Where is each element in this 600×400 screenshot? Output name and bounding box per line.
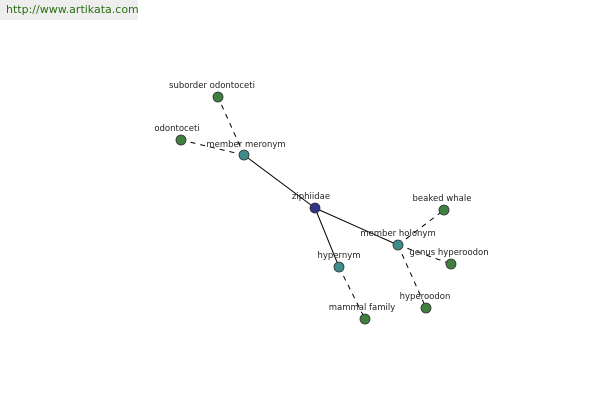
edge-ziphiidae-to-member-meronym <box>243 154 316 209</box>
edge-ziphiidae-to-member-holonym <box>314 207 399 246</box>
node-label-odontoceti: odontoceti <box>154 124 199 134</box>
node-label-hypernym: hypernym <box>317 251 360 261</box>
node-ziphiidae[interactable] <box>309 202 321 214</box>
node-label-member-meronym: member meronym <box>206 140 285 150</box>
node-hypernym[interactable] <box>333 261 345 273</box>
node-label-ziphiidae: ziphiidae <box>292 192 330 202</box>
edge-member-meronym-to-odontoceti <box>180 139 245 156</box>
node-label-beaked-whale: beaked whale <box>413 194 472 204</box>
graph-nodes <box>175 91 457 325</box>
edge-ziphiidae-to-hypernym <box>314 207 340 268</box>
node-beaked-whale[interactable] <box>438 204 450 216</box>
node-mammal-family[interactable] <box>359 313 371 325</box>
graph-edges <box>180 96 452 320</box>
node-odontoceti[interactable] <box>175 134 187 146</box>
node-label-mammal-family: mammal family <box>329 303 396 313</box>
node-label-hyperoodon: hyperoodon <box>400 292 451 302</box>
node-genus-hyperoodon[interactable] <box>445 258 457 270</box>
node-member-holonym[interactable] <box>392 239 404 251</box>
edge-member-meronym-to-suborder-odontoceti <box>217 96 245 156</box>
node-label-member-holonym: member holonym <box>360 229 435 239</box>
edge-member-holonym-to-beaked-whale <box>397 209 445 246</box>
graph-labels: ziphiidae member meronym member holonym hyp… <box>154 81 488 313</box>
edge-member-holonym-to-hyperoodon <box>397 244 427 309</box>
source-link[interactable]: http://www.artikata.com <box>0 0 139 20</box>
node-suborder-odontoceti[interactable] <box>212 91 224 103</box>
node-label-genus-hyperoodon: genus hyperoodon <box>409 248 488 258</box>
node-label-suborder-odontoceti: suborder odontoceti <box>169 81 255 91</box>
node-member-meronym[interactable] <box>238 149 250 161</box>
node-hyperoodon[interactable] <box>420 302 432 314</box>
